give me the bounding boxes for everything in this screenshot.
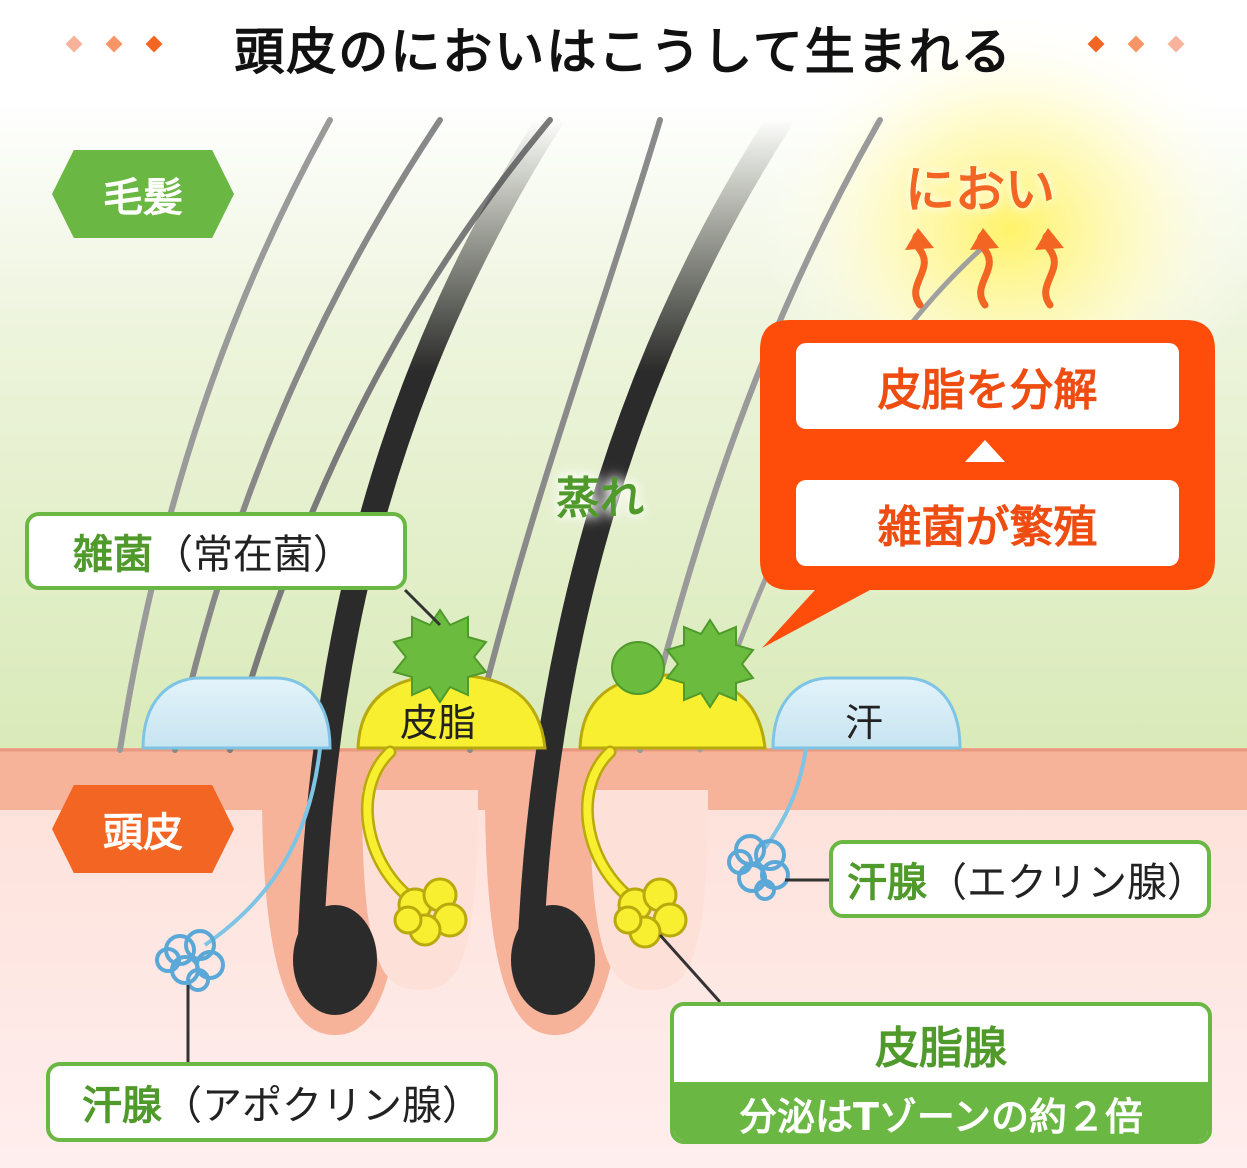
eccrine-gland-label-box: 汗腺 （エクリン腺） [829, 840, 1211, 918]
sweat-glands [155, 834, 790, 992]
sweat-drops [141, 676, 962, 750]
sebum-label: 皮脂 [400, 701, 477, 745]
hair-label: 毛髪 [52, 150, 234, 238]
steam-label: 蒸れ [556, 473, 644, 524]
eccrine-gland-label-main: 汗腺 [847, 860, 927, 906]
odor-label: におい [905, 161, 1055, 219]
hair-label-text: 毛髪 [103, 175, 183, 221]
bacteria-label-main: 雑菌 [73, 532, 153, 578]
apocrine-gland-label-box: 汗腺 （アポクリン腺） [46, 1062, 498, 1142]
background-hairs [117, 117, 983, 753]
page-title: 頭皮のにおいはこうして生まれる [234, 23, 1013, 81]
bacteria-label-paren: （常在菌） [153, 532, 353, 578]
callout-bacteria-multiply: 雑菌が繁殖 [796, 480, 1179, 566]
sweat-label: 汗 [845, 701, 884, 745]
diamond-icon [105, 35, 123, 53]
sebaceous-gland-title: 皮脂腺 [875, 1023, 1007, 1074]
sebaceous-glands [393, 877, 688, 949]
scalp-label: 頭皮 [52, 785, 234, 873]
scalp-label-text: 頭皮 [103, 810, 183, 856]
sweat-ducts [203, 747, 808, 947]
bacteria-label-box: 雑菌 （常在菌） [25, 512, 407, 590]
odor-arrow-heads [905, 228, 1064, 250]
eccrine-gland-label-paren: （エクリン腺） [927, 860, 1207, 906]
apocrine-gland-label-main: 汗腺 [82, 1083, 162, 1129]
sebaceous-gland-box: 皮脂腺 分泌はTゾーンの約２倍 [670, 1002, 1212, 1144]
diamond-icon [65, 35, 83, 53]
bacteria-blobs [392, 608, 755, 709]
sebaceous-ducts [360, 745, 647, 912]
apocrine-gland-label-paren: （アポクリン腺） [162, 1083, 482, 1129]
up-triangle-icon [965, 440, 1005, 462]
sebaceous-gland-note: 分泌はTゾーンの約２倍 [674, 1082, 1208, 1140]
callout-decompose-sebum: 皮脂を分解 [796, 343, 1179, 429]
leader-lines [186, 588, 832, 1062]
